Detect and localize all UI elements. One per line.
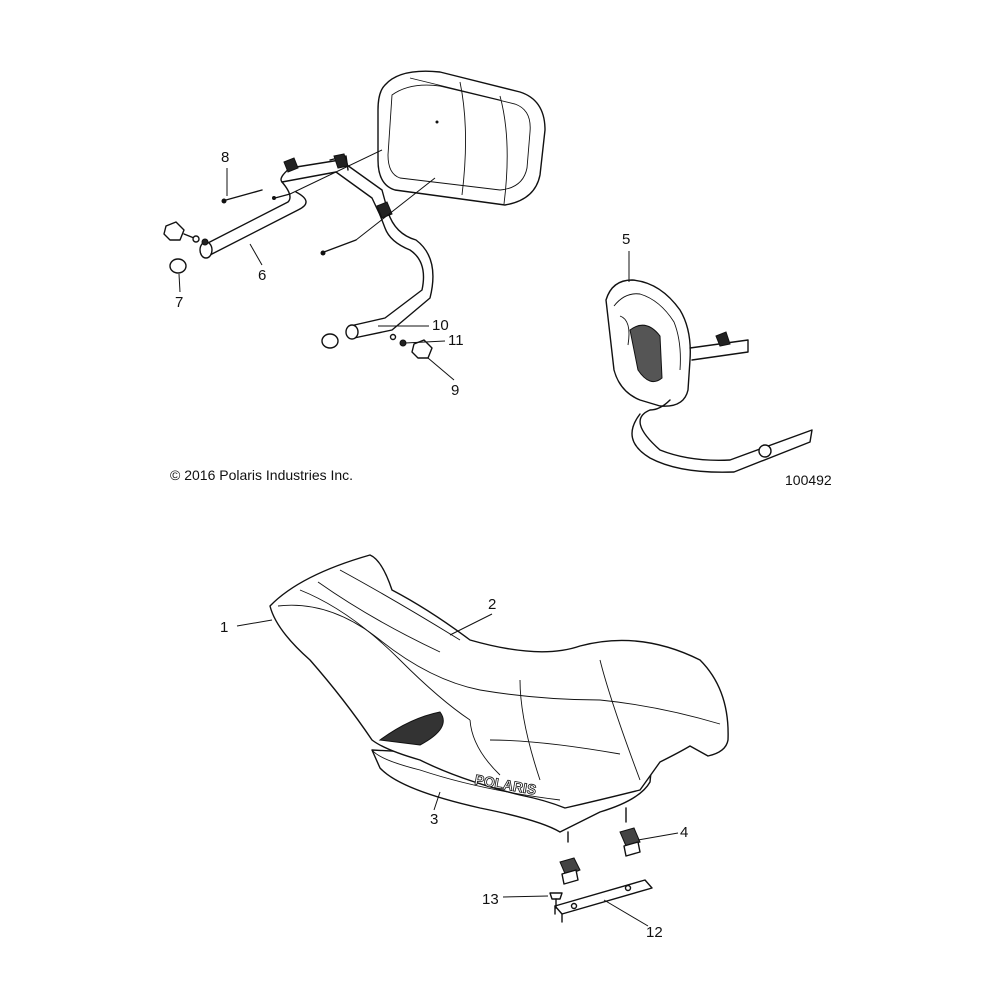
copyright-text: © 2016 Polaris Industries Inc. <box>170 467 353 483</box>
end-cap-7 <box>169 258 187 274</box>
callout-10: 10 <box>432 317 449 334</box>
callout-4: 4 <box>680 824 688 841</box>
callout-12: 12 <box>646 924 663 941</box>
callout-13: 13 <box>482 891 499 908</box>
callout-5: 5 <box>622 231 630 248</box>
callouts-upper: 8 6 7 10 11 9 <box>175 149 464 399</box>
seat-assembly: POLARIS <box>269 554 729 843</box>
diagram-id: 100492 <box>785 472 832 488</box>
backrest-assembly-5 <box>605 279 813 473</box>
backrest-pad <box>377 70 546 206</box>
callout-9: 9 <box>451 382 459 399</box>
backrest-rack-bar <box>199 153 434 340</box>
mount-leader-lines <box>289 149 436 241</box>
knob-nut <box>163 221 209 246</box>
latch-4 <box>559 827 641 885</box>
nut-9 <box>389 333 433 359</box>
callout-2: 2 <box>488 596 496 613</box>
callout-11: 11 <box>448 332 464 349</box>
screw-13 <box>549 892 563 909</box>
end-cap-right <box>321 333 339 349</box>
callout-8: 8 <box>221 149 229 166</box>
bolt-8 <box>221 189 357 256</box>
bracket-12 <box>554 879 653 923</box>
callouts-lower: 1 2 3 4 13 12 <box>220 596 688 941</box>
callout-7: 7 <box>175 294 183 311</box>
callout-3: 3 <box>430 811 438 828</box>
callout-1: 1 <box>220 619 228 636</box>
callout-6: 6 <box>258 267 266 284</box>
